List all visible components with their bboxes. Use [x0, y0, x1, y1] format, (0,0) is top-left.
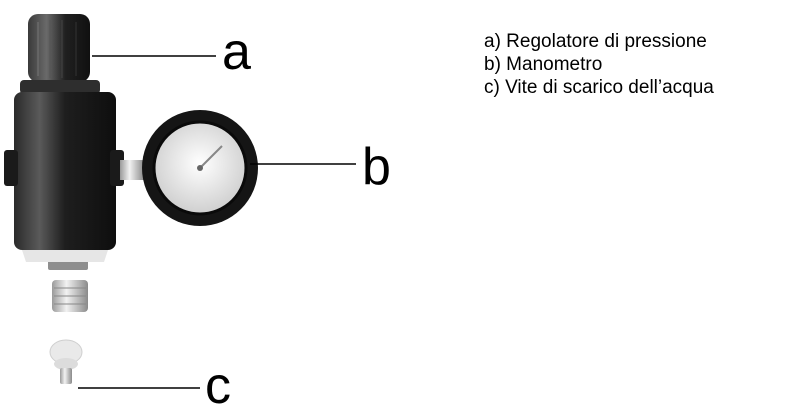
gauge-connector	[120, 160, 144, 180]
pressure-gauge	[142, 110, 258, 226]
side-port-left	[4, 150, 18, 186]
knob-ring	[20, 80, 100, 94]
parts-legend: a) Regolatore di pressione b) Manometro …	[484, 30, 714, 99]
water-drain-screw	[49, 339, 83, 384]
legend-item-b: b) Manometro	[484, 54, 603, 75]
callout-label-b: b	[362, 138, 391, 196]
callout-label-a: a	[222, 23, 251, 81]
bowl-bottom	[22, 250, 108, 262]
legend-item-c: c) Vite di scarico dell’acqua	[484, 77, 714, 98]
legend-item-a: a) Regolatore di pressione	[484, 31, 707, 52]
regulator-housing	[14, 92, 116, 250]
pressure-regulator-knob	[28, 14, 90, 82]
callout-label-c: c	[205, 357, 231, 410]
regulator-body	[4, 14, 144, 312]
